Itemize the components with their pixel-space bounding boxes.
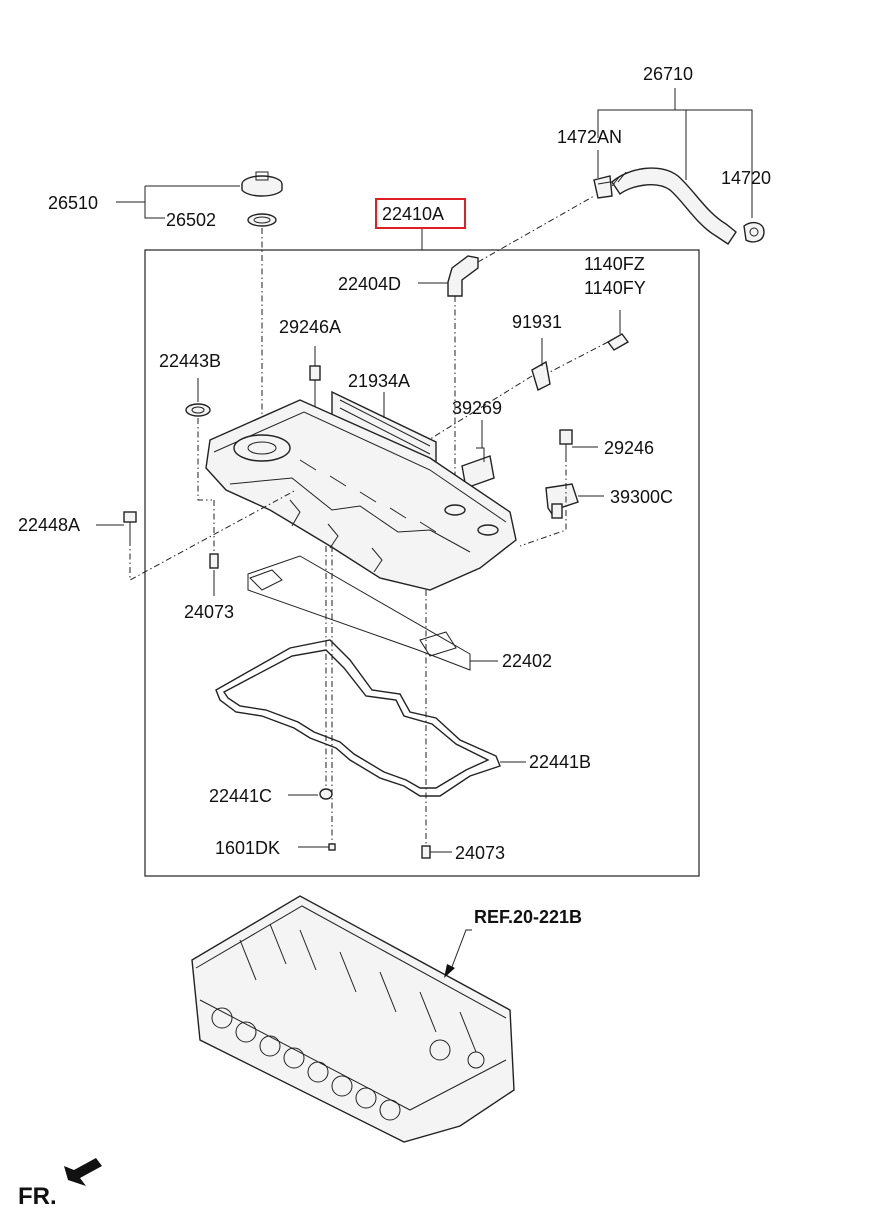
svg-text:24073: 24073	[184, 602, 234, 622]
label-1140FY[interactable]: 1140FY	[584, 278, 646, 298]
hose-clamp-right	[743, 221, 765, 243]
label-front: FR.	[18, 1183, 57, 1210]
svg-text:22402: 22402	[502, 651, 552, 671]
svg-text:22443B: 22443B	[159, 351, 221, 371]
label-1140FZ[interactable]: 1140FZ	[584, 254, 645, 274]
svg-text:14720: 14720	[721, 168, 771, 188]
svg-text:26502: 26502	[166, 210, 216, 230]
bolt-1601DK	[328, 843, 336, 851]
grommet-22441C	[319, 788, 333, 800]
filler-cap-seal	[247, 213, 277, 227]
oil-filler-cap	[241, 171, 283, 197]
label-39300C[interactable]: 39300C	[610, 487, 673, 507]
oil-seal-22443B	[185, 378, 211, 417]
gasket-plate	[247, 555, 471, 671]
svg-text:91931: 91931	[512, 312, 562, 332]
svg-text:REF.20-221B: REF.20-221B	[474, 907, 582, 927]
svg-text:22441B: 22441B	[529, 752, 591, 772]
svg-text:1472AN: 1472AN	[557, 127, 622, 147]
svg-text:26710: 26710	[643, 64, 693, 84]
label-29246[interactable]: 29246	[604, 438, 654, 458]
label-24073-lower[interactable]: 24073	[455, 843, 505, 863]
label-22404D[interactable]: 22404D	[338, 274, 401, 294]
plug-29246A	[309, 346, 321, 410]
label-22441C[interactable]: 22441C	[209, 786, 272, 806]
svg-text:FR.: FR.	[18, 1183, 57, 1210]
bracket-91931	[531, 338, 551, 391]
svg-text:26510: 26510	[48, 193, 98, 213]
svg-text:24073: 24073	[455, 843, 505, 863]
svg-text:1601DK: 1601DK	[215, 838, 280, 858]
pcv-valve-29246	[559, 429, 573, 458]
highlight-box	[375, 198, 466, 229]
label-1601DK[interactable]: 1601DK	[215, 838, 280, 858]
label-24073-upper[interactable]: 24073	[184, 602, 234, 622]
svg-text:39300C: 39300C	[610, 487, 673, 507]
bolt-1140	[606, 310, 630, 351]
label-26502[interactable]: 26502	[166, 210, 216, 230]
arrow-down-left-icon	[64, 1158, 102, 1186]
svg-text:29246A: 29246A	[279, 317, 341, 337]
svg-text:22448A: 22448A	[18, 515, 80, 535]
bolt-22448A	[123, 511, 137, 540]
svg-text:22441C: 22441C	[209, 786, 272, 806]
label-26710[interactable]: 26710	[643, 64, 693, 84]
head-cover-gasket	[215, 639, 501, 797]
svg-text:1140FY: 1140FY	[584, 278, 646, 298]
breather-hose	[611, 167, 737, 245]
hose-clamp-left	[593, 175, 613, 199]
label-22443B[interactable]: 22443B	[159, 351, 221, 371]
label-29246A[interactable]: 29246A	[279, 317, 341, 337]
label-26510[interactable]: 26510	[48, 193, 98, 213]
svg-text:22404D: 22404D	[338, 274, 401, 294]
label-22441B[interactable]: 22441B	[529, 752, 591, 772]
cylinder-head	[191, 895, 515, 1143]
label-22448A[interactable]: 22448A	[18, 515, 80, 535]
svg-text:21934A: 21934A	[348, 371, 410, 391]
svg-text:29246: 29246	[604, 438, 654, 458]
label-39269[interactable]: 39269	[452, 398, 502, 418]
cylinder-head-cover	[205, 399, 517, 591]
svg-text:1140FZ: 1140FZ	[584, 254, 645, 274]
label-21934A[interactable]: 21934A	[348, 371, 410, 391]
dowel-24073-upper	[209, 553, 219, 569]
svg-text:39269: 39269	[452, 398, 502, 418]
label-22410A[interactable]: 22410A	[382, 204, 444, 224]
label-22402[interactable]: 22402	[502, 651, 552, 671]
label-14720[interactable]: 14720	[721, 168, 771, 188]
dowel-24073-lower	[421, 845, 431, 859]
label-1472AN[interactable]: 1472AN	[557, 127, 622, 147]
label-ref-20-221B[interactable]: REF.20-221B	[474, 907, 582, 927]
label-91931[interactable]: 91931	[512, 312, 562, 332]
pcv-elbow	[447, 255, 479, 297]
cam-position-sensor	[545, 483, 579, 519]
svg-text:22410A: 22410A	[382, 204, 444, 224]
